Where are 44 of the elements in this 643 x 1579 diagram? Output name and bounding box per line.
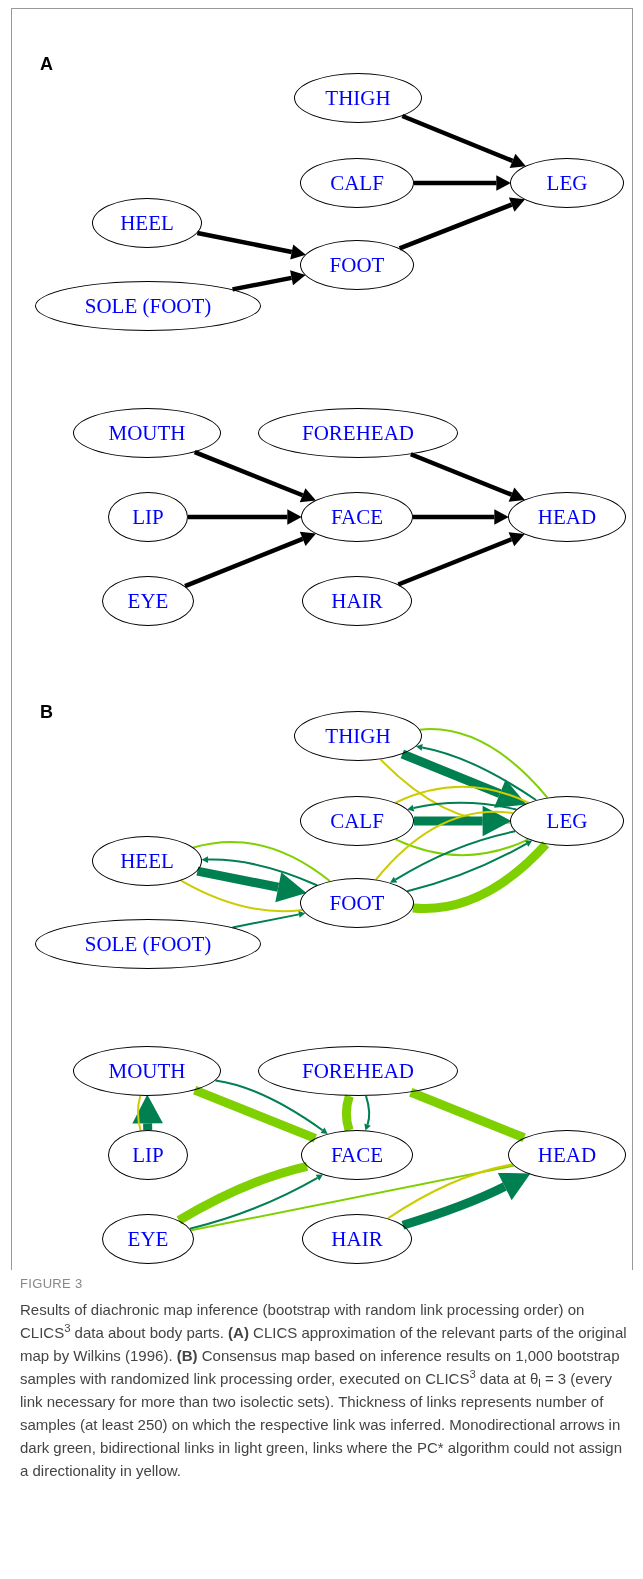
arrow — [397, 532, 525, 587]
link-line — [190, 1164, 515, 1232]
link-line — [394, 838, 530, 857]
arrow — [398, 197, 526, 251]
panel-letter: A — [40, 55, 53, 73]
link-line — [386, 1163, 514, 1220]
arrow — [413, 509, 509, 525]
arrow — [196, 866, 307, 903]
link-line — [409, 1088, 526, 1142]
link-line — [193, 1085, 317, 1143]
arrow — [196, 230, 306, 260]
arrow — [414, 805, 512, 837]
arrow — [389, 830, 517, 883]
link-line — [341, 1094, 354, 1132]
arrow — [193, 450, 316, 503]
figure-number: FIGURE 3 — [20, 1275, 83, 1293]
ellipse-node: THIGH — [294, 711, 422, 761]
arrow — [415, 744, 538, 801]
link-line — [180, 879, 304, 913]
arrow — [410, 452, 525, 502]
link-line — [136, 1094, 142, 1132]
arrow — [232, 270, 306, 292]
link-line — [412, 841, 550, 913]
arrow — [401, 113, 526, 168]
arrow — [188, 509, 302, 525]
link-line — [192, 840, 331, 883]
arrow — [214, 1079, 328, 1134]
arrow — [231, 911, 306, 929]
arrow — [364, 1094, 371, 1131]
link-line — [394, 785, 530, 804]
link-line — [375, 810, 514, 881]
link-line — [418, 728, 549, 799]
arrow — [184, 531, 317, 589]
arrow — [406, 840, 533, 893]
arrow — [201, 856, 318, 887]
arrow — [400, 749, 527, 808]
arrow — [401, 1172, 531, 1230]
arrow — [132, 1094, 163, 1131]
arrow — [407, 801, 518, 812]
arrow — [414, 175, 511, 191]
link-line — [176, 1162, 309, 1225]
panel-letter: B — [40, 703, 53, 721]
arrow — [188, 1174, 324, 1230]
figure-caption: Results of diachronic map inference (bootstrap with random link processing order) on CLICS$^{3}$ data about body parts. (A) CLICS approximation of the relevant parts of the original map by Wilkins (1996). (B) Consensus map based on inference results on 1,000 bootstrap samples with randomized link processing order, executed on CLICS$^{3}$ data at θ$_{l}$ = 3 (every link necessary for more than two isolectic sets). Thickness of links represents number of samples (at least 250) on which the respective link was inferred. Monodirectional arrows in dark green, bidirectional links in light green, links where the PC* algorithm could not assign a directionality in yellow. — [20, 1300, 628, 1481]
